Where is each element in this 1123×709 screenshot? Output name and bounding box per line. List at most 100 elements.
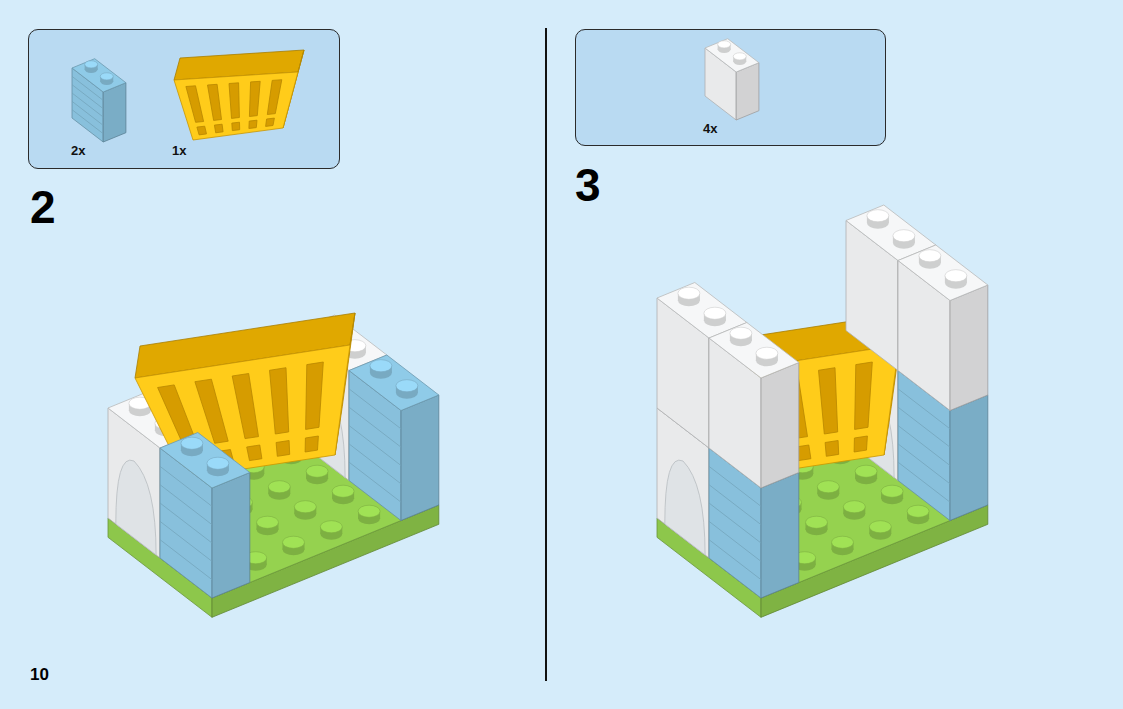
manger-slot [305,436,318,452]
stud [100,73,113,85]
stud [718,41,731,53]
stud-top [207,457,229,469]
manger-front [174,72,298,140]
stud-top [257,516,279,528]
brick-right-face [761,363,799,489]
parts-panel-fill [28,29,340,169]
stud-top [855,465,877,477]
stud-top [907,505,929,517]
brick-right-face [401,395,439,521]
manger-slot [229,83,239,119]
stud-top [733,53,746,60]
manger-slot [208,84,222,120]
part-quantity: 4x [703,121,717,136]
stud [881,485,903,504]
brick-texture-line [72,76,103,100]
stud [268,481,290,500]
manger-slot [232,122,240,130]
manger-slot [819,368,838,434]
part-quantity: 1x [172,143,186,158]
stud-top [181,437,203,449]
stud-top [893,230,915,242]
brick-texture-line [349,444,401,484]
brick-texture-line [349,426,401,466]
blue-brick-part [72,59,126,142]
stud [332,485,354,504]
stud-top [867,210,889,222]
brick-texture-line [898,426,950,466]
brick-texture-line [349,462,401,502]
brick-top-face [349,355,439,411]
manger-slot [825,441,839,457]
arch-cutout [116,460,156,555]
brick-texture-line [898,444,950,484]
brick-texture-line [709,485,761,525]
stud-top [100,73,113,80]
brick-right-face [950,285,988,411]
manger-slot [267,80,282,115]
stud-top [843,501,865,513]
manger-slot [197,126,207,135]
brick-texture-line [349,407,401,447]
manger-slot [306,362,324,429]
stud [893,230,915,249]
page-number: 10 [30,666,49,683]
stud [867,210,889,229]
stud [843,501,865,520]
brick-texture-line [898,462,950,502]
stud [257,516,279,535]
brick-texture-line [160,540,212,580]
blue-brick [160,433,250,599]
brick-top-face [160,433,250,489]
brick-top-face [898,245,988,301]
stud-top [678,287,700,299]
brick-texture-line [898,407,950,447]
stud [945,270,967,289]
stud [817,481,839,500]
stud [869,521,891,540]
stud-top [396,380,418,392]
manger-slot [854,436,867,452]
stud-top [332,485,354,497]
brick-texture-line [160,521,212,561]
stud [358,505,380,524]
stud [919,250,941,269]
manger-slot [232,374,258,439]
step-number: 2 [30,184,56,230]
stud [85,61,98,73]
brick-texture-line [160,485,212,525]
brick-right-face [761,473,799,599]
page-divider [545,28,547,681]
stud [678,287,700,306]
stud-top [919,250,941,262]
stud-top [945,270,967,282]
stud-top [268,481,290,493]
stud [396,380,418,399]
stud [756,347,778,366]
stud-top [358,505,380,517]
stud-top [817,481,839,493]
manger-slot [855,362,873,429]
parts-illustrations [72,39,759,142]
manger-slot [186,86,204,123]
brick-top-face [72,59,126,92]
step-2-model [108,313,439,617]
stud [855,465,877,484]
stud-top [881,485,903,497]
brick-texture-line [709,503,761,543]
brick-top-face [705,39,759,72]
stud [730,327,752,346]
brick-right-face [736,63,759,120]
panel-backgrounds [28,29,886,169]
stud [370,360,392,379]
stud-top [85,61,98,68]
white-brick [898,245,988,411]
manger-slot [249,120,257,128]
brick-texture-line [349,389,401,429]
stud [181,437,203,456]
stud-top [806,516,828,528]
stud [806,516,828,535]
manger-slot [276,441,290,457]
stud [832,536,854,555]
